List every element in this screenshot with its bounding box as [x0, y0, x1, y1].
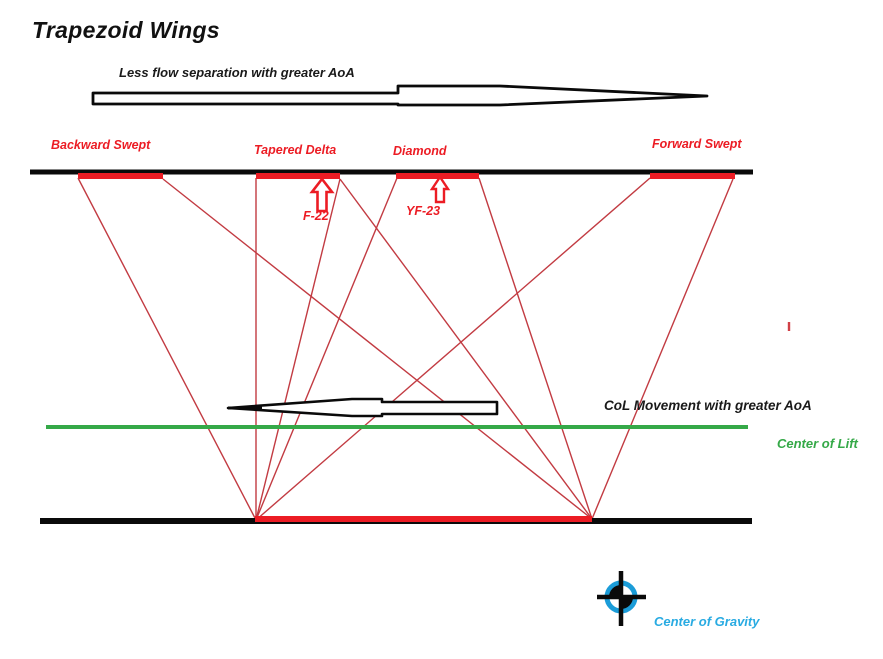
flow-separation-label: Less flow separation with greater AoA — [119, 65, 355, 80]
center-of-gravity-label: Center of Gravity — [654, 614, 760, 629]
col-projection-lines — [77, 177, 734, 521]
aircraft-label-yf23: YF-23 — [406, 204, 441, 218]
yf23-up-arrow-icon — [429, 174, 451, 204]
col-movement-arrow-icon — [226, 397, 499, 418]
flow-arrow-icon — [91, 84, 709, 107]
center-of-lift-label: Center of Lift — [777, 436, 858, 451]
wing-label-forward-swept: Forward Swept — [652, 137, 742, 151]
wing-label-backward-swept: Backward Swept — [51, 138, 151, 152]
f22-up-arrow-icon — [309, 176, 335, 213]
wing-label-tapered-delta: Tapered Delta — [254, 143, 337, 157]
center-of-gravity-icon — [597, 571, 646, 626]
aircraft-label-f22: F-22 — [303, 209, 329, 223]
wing-label-diamond: Diamond — [393, 144, 447, 158]
col-movement-label: CoL Movement with greater AoA — [604, 398, 812, 413]
page-title: Trapezoid Wings — [32, 17, 220, 43]
